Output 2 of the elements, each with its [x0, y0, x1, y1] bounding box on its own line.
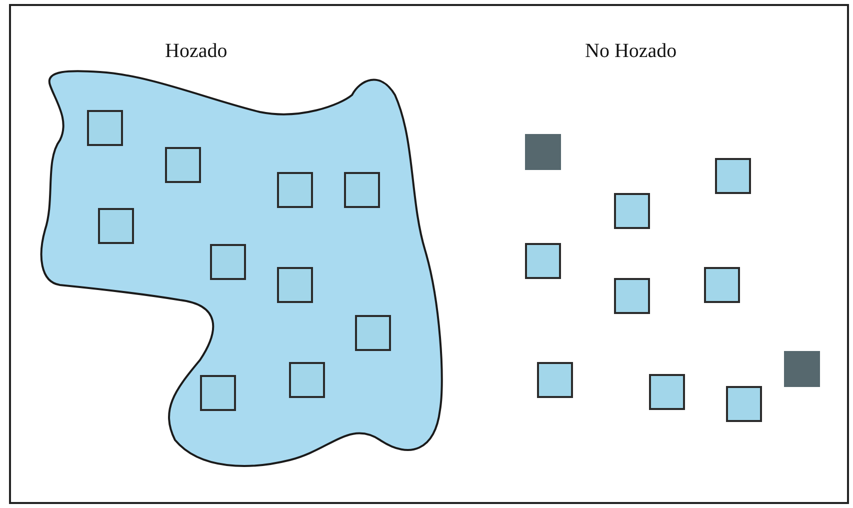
group-heading: Hozado: [165, 40, 228, 63]
group-heading: No Hozado: [585, 40, 677, 63]
